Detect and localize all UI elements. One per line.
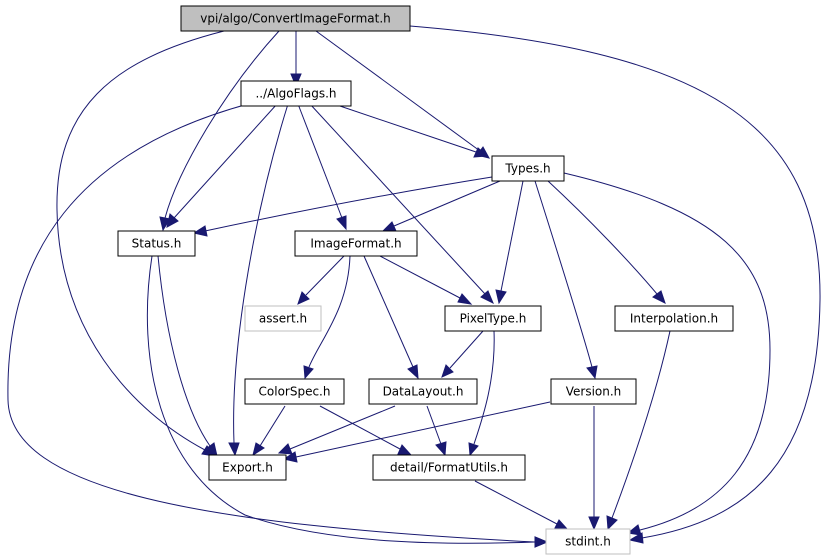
edge-algoflags-to-pixeltype [309,103,494,305]
edge-imageformat-to-pixeltype [379,255,473,305]
node-version[interactable]: Version.h [550,378,637,405]
node-label: ../AlgoFlags.h [255,87,336,101]
node-label: Status.h [132,237,182,251]
node-label: DataLayout.h [383,385,464,399]
edge-types-to-pixeltype [495,180,524,305]
node-algo-flags[interactable]: ../AlgoFlags.h [240,80,352,107]
edge-imageformat-to-datalayout [363,255,419,380]
node-color-spec[interactable]: ColorSpec.h [244,378,345,405]
node-types[interactable]: Types.h [491,155,565,182]
node-stdint[interactable]: stdint.h [545,528,631,555]
edge-algoflags-to-status [166,103,278,228]
edge-types-to-version [534,180,598,380]
node-convert-image-format[interactable]: vpi/algo/ConvertImageFormat.h [180,5,411,32]
edge-version-to-export [282,401,551,463]
edge-datalayout-to-export [277,405,396,455]
node-assert[interactable]: assert.h [244,305,322,332]
node-pixel-type[interactable]: PixelType.h [444,305,542,332]
edge-version-to-stdint [588,406,600,531]
edge-convert-to-algoflags [290,31,302,88]
node-label: assert.h [259,312,307,326]
edge-colorspec-to-export [252,405,286,457]
node-label: ColorSpec.h [259,385,331,399]
edge-colorspec-to-formatutils [319,405,413,456]
node-label: detail/FormatUtils.h [390,461,508,475]
edge-status-to-export [157,255,218,458]
edge-datalayout-to-formatutils [426,405,447,457]
node-label: Export.h [222,461,273,475]
edge-status-to-stdint [146,255,549,548]
node-label: Interpolation.h [630,312,718,326]
edge-types-to-stdint [563,172,771,536]
node-image-format[interactable]: ImageFormat.h [294,230,418,257]
node-format-utils[interactable]: detail/FormatUtils.h [372,454,526,481]
edge-formatutils-to-stdint [474,480,570,531]
edge-types-to-imageformat [381,180,501,232]
node-data-layout[interactable]: DataLayout.h [368,378,478,405]
node-label: Types.h [504,162,550,176]
edge-algoflags-to-types [333,103,489,158]
node-status[interactable]: Status.h [117,230,196,257]
edge-interpolation-to-stdint [606,330,671,531]
edge-algoflags-to-imageformat [297,103,347,231]
node-label: Version.h [566,385,622,399]
edge-types-to-interpolation [547,180,666,304]
node-label: vpi/algo/ConvertImageFormat.h [200,12,391,26]
node-export[interactable]: Export.h [208,454,287,481]
edge-pixeltype-to-datalayout [441,330,484,378]
edge-pixeltype-to-formatutils [468,330,495,457]
node-label: stdint.h [565,535,611,549]
node-label: ImageFormat.h [310,237,401,251]
edge-types-to-status [192,176,493,237]
node-interpolation[interactable]: Interpolation.h [614,305,734,332]
edge-convert-to-status [159,30,280,232]
edge-algoflags-to-export [228,103,289,457]
node-label: PixelType.h [460,312,527,326]
edge-convert-to-stdint [409,25,821,544]
edge-imageformat-to-assert [297,255,345,305]
edge-imageformat-to-colorspec [303,255,351,380]
